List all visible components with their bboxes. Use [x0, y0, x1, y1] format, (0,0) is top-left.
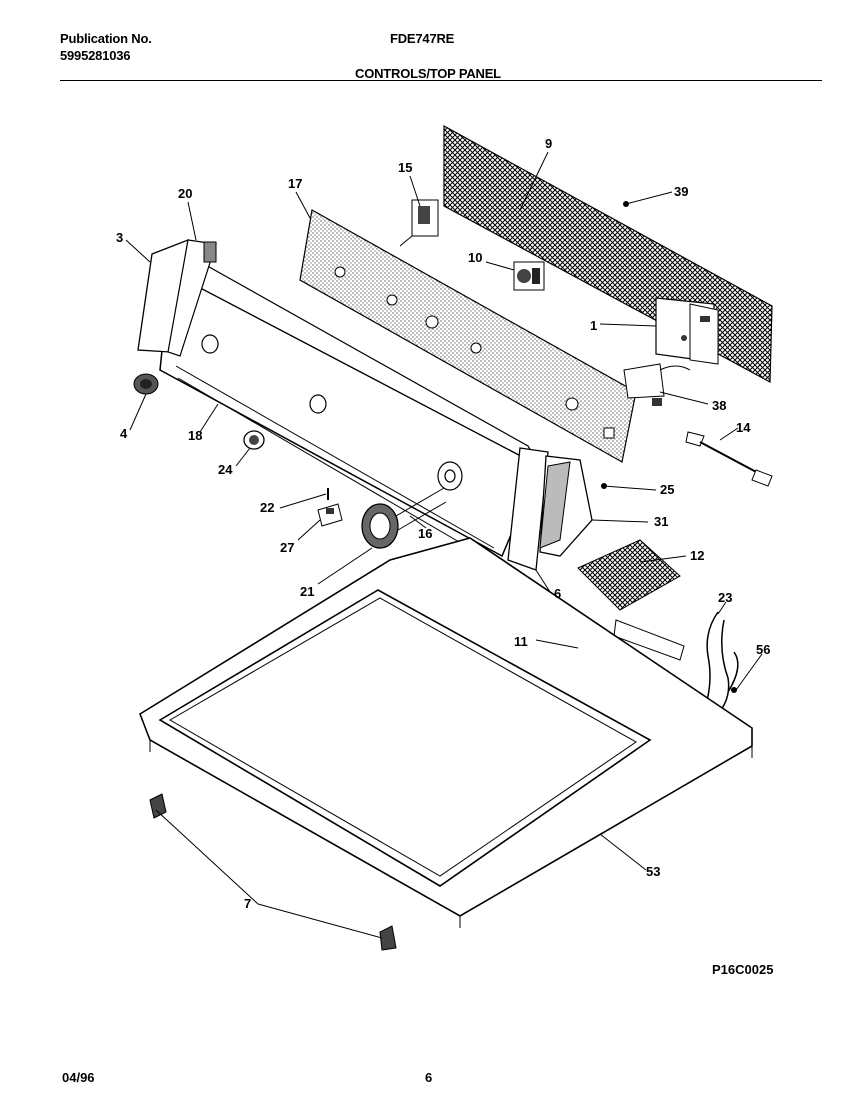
callout-16: 16 — [418, 526, 432, 541]
publication-number: 5995281036 — [60, 48, 131, 63]
knob-21 — [361, 487, 447, 549]
right-end-cap — [507, 447, 593, 571]
callout-9: 9 — [545, 136, 552, 151]
clip-27 — [317, 503, 343, 527]
callout-27: 27 — [280, 540, 294, 555]
callout-10: 10 — [468, 250, 482, 265]
callout-39: 39 — [674, 184, 688, 199]
wire-14 — [685, 431, 773, 487]
callout-23: 23 — [718, 590, 732, 605]
callout-14: 14 — [736, 420, 751, 435]
section-title: CONTROLS/TOP PANEL — [355, 66, 501, 81]
figure-id: P16C0025 — [712, 962, 774, 977]
callout-25: 25 — [660, 482, 674, 497]
left-end-cap — [137, 238, 217, 357]
callout-31: 31 — [654, 514, 668, 529]
bushing-24 — [243, 430, 265, 450]
header-rule — [60, 80, 822, 81]
callout-20: 20 — [178, 186, 192, 201]
callout-6: 6 — [554, 586, 561, 601]
component-1 — [655, 297, 719, 365]
page-number: 6 — [425, 1070, 433, 1085]
callout-7: 7 — [244, 896, 251, 911]
callout-labels: 9 39 15 17 20 3 10 1 38 14 25 31 12 4 18… — [116, 136, 770, 911]
callout-12: 12 — [690, 548, 704, 563]
timer-10 — [513, 261, 545, 291]
footer-date: 04/96 — [62, 1070, 95, 1085]
callout-3: 3 — [116, 230, 123, 245]
callout-11: 11 — [514, 634, 528, 649]
control-panel-back-holes — [334, 266, 615, 439]
console-holes — [201, 334, 463, 491]
clip-7-a — [149, 793, 167, 819]
switch-15 — [399, 199, 439, 247]
model-number: FDE747RE — [390, 31, 455, 46]
callout-17: 17 — [288, 176, 302, 191]
callout-15: 15 — [398, 160, 412, 175]
callout-53: 53 — [646, 864, 660, 879]
callout-22: 22 — [260, 500, 274, 515]
board-12 — [577, 539, 681, 611]
top-panel-53 — [139, 537, 753, 928]
control-panel-back — [299, 209, 637, 463]
callout-56: 56 — [756, 642, 770, 657]
callout-21: 21 — [300, 584, 314, 599]
callout-18: 18 — [188, 428, 202, 443]
knob-4 — [133, 373, 159, 395]
publication-label: Publication No. — [60, 31, 152, 46]
clip-7-b — [379, 925, 397, 951]
callout-1: 1 — [590, 318, 597, 333]
callout-4: 4 — [120, 426, 128, 441]
leader-lines — [125, 151, 763, 939]
screw-56 — [731, 687, 737, 693]
switch-38 — [623, 363, 691, 406]
callout-24: 24 — [218, 462, 233, 477]
callout-38: 38 — [712, 398, 726, 413]
